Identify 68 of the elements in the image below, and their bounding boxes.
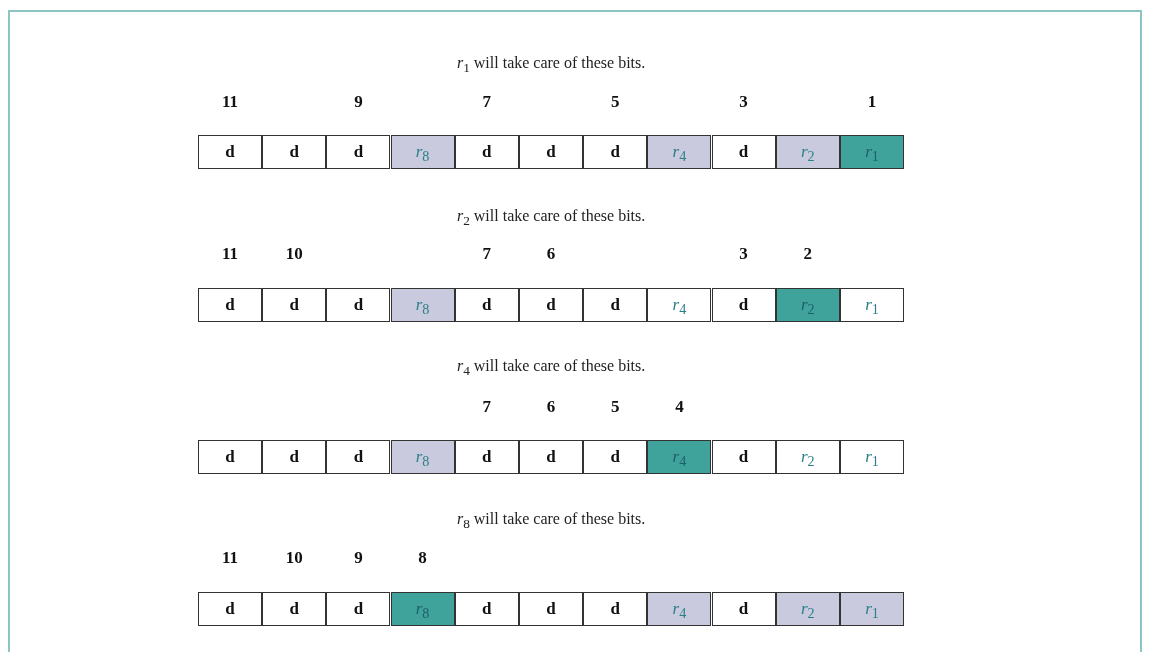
bit-cell: r$_{8}$ [390,288,455,322]
bit-cell: d [711,440,776,474]
bit-cell: d [519,592,583,626]
bit-position-number: 8 [417,548,428,568]
bit-cell: d [711,135,776,169]
bit-cell: d [326,440,391,474]
bit-cell: r$_{8}$ [390,592,455,626]
bit-position-number: 9 [353,548,364,568]
bit-cell: d [454,440,519,474]
bit-position-number: 4 [674,397,685,417]
bit-position-number: 3 [738,244,749,264]
bit-cell: d [519,440,583,474]
bit-cell: r$_{8}$ [390,440,455,474]
bit-cell: r$_{4}$ [647,288,712,322]
bit-cell: r$_{4}$ [647,440,712,474]
caption-text: r$_{4}$ will take care of these bits. [456,357,646,380]
bit-cell: d [519,135,583,169]
bit-cell: r$_{2}$ [775,288,840,322]
bit-position-number: 5 [609,92,621,112]
bit-cell: r$_{2}$ [775,135,840,169]
bit-position-number: 11 [220,92,240,112]
bit-position-number: 2 [802,244,814,264]
bit-cell: d [198,288,262,322]
bit-cell: d [711,592,776,626]
bit-cell: d [711,288,776,322]
bit-position-number: 6 [545,397,557,417]
bit-cell: r$_{1}$ [840,288,904,322]
bit-cell: d [262,135,327,169]
bit-cell: r$_{4}$ [647,592,712,626]
caption-text: r$_{8}$ will take care of these bits. [456,510,646,533]
bit-position-number: 11 [220,548,240,568]
bit-cell: d [454,288,519,322]
bit-cell: r$_{1}$ [840,135,904,169]
bit-cell: d [326,135,391,169]
bit-cell: d [326,288,391,322]
bit-position-number: 3 [738,92,749,112]
bit-cell: r$_{1}$ [840,440,904,474]
bit-cell: d [326,592,391,626]
bit-position-number: 7 [481,397,493,417]
bit-cell: r$_{2}$ [775,440,840,474]
bit-cell: r$_{2}$ [775,592,840,626]
bit-position-number: 6 [545,244,557,264]
caption-text: r$_{2}$ will take care of these bits. [456,207,646,230]
bit-cell: d [583,288,648,322]
bit-position-number: 10 [284,548,304,568]
bit-position-number: 1 [866,92,878,112]
bit-cell: d [583,135,648,169]
bit-position-number: 10 [284,244,304,264]
bit-cell: d [583,592,648,626]
bit-cell: d [198,440,262,474]
bit-cell: d [198,592,262,626]
bit-cell: d [454,135,519,169]
bit-cell: d [262,592,327,626]
bit-cell: r$_{1}$ [840,592,904,626]
bit-cell: d [262,288,327,322]
bit-position-number: 7 [481,244,493,264]
caption-text: r$_{1}$ will take care of these bits. [456,54,646,77]
bit-position-number: 5 [609,397,621,417]
bit-cell: d [262,440,327,474]
bit-cell: r$_{4}$ [647,135,712,169]
bit-cell: r$_{8}$ [390,135,455,169]
bit-cell: d [583,440,648,474]
bit-cell: d [198,135,262,169]
bit-cell: d [454,592,519,626]
bit-cell: d [519,288,583,322]
bit-position-number: 9 [353,92,364,112]
bit-position-number: 11 [220,244,240,264]
bit-position-number: 7 [481,92,493,112]
